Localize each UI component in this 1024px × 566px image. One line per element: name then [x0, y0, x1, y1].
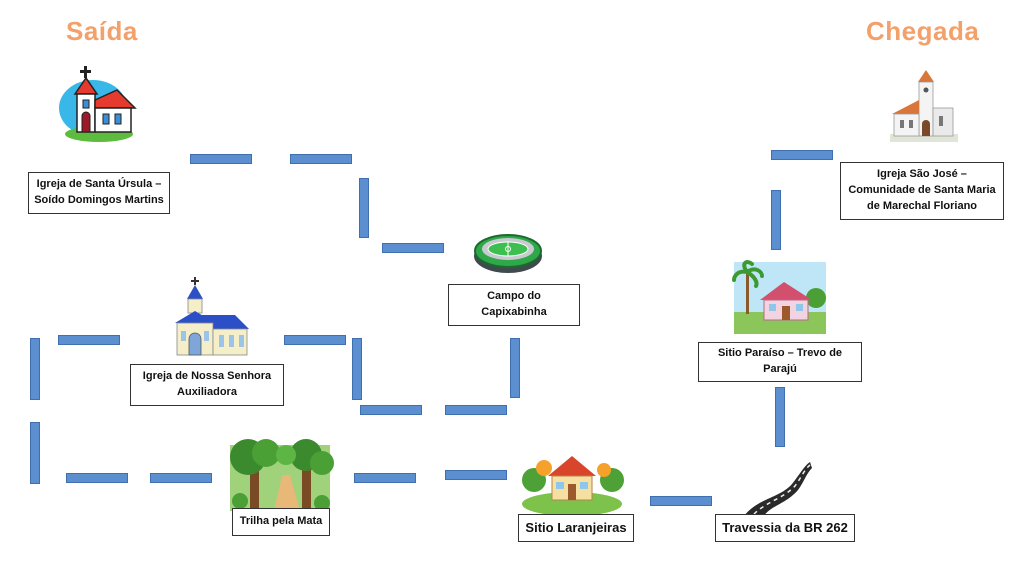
- route-segment: [360, 405, 422, 415]
- route-segment: [650, 496, 712, 506]
- stadium-icon: [474, 234, 542, 273]
- route-segment: [771, 150, 833, 160]
- route-segment: [150, 473, 212, 483]
- church-clipart-icon: [59, 66, 137, 142]
- start-heading: Saída: [66, 16, 138, 46]
- stop-label-campo: Campo do Capixabinha: [448, 284, 580, 326]
- route-segment: [354, 473, 416, 483]
- stop-label-santa-ursula: Igreja de Santa Úrsula – Soído Domingos …: [28, 172, 170, 214]
- route-segment: [775, 387, 785, 447]
- route-segment: [510, 338, 520, 398]
- route-segment: [58, 335, 120, 345]
- route-segment: [382, 243, 444, 253]
- stop-label-laranjeiras: Sitio Laranjeiras: [518, 514, 634, 542]
- route-segment: [445, 405, 507, 415]
- house-palm-icon: [732, 260, 826, 334]
- stop-label-sao-jose: Igreja São José – Comunidade de Santa Ma…: [840, 162, 1004, 220]
- finish-heading: Chegada: [866, 16, 980, 46]
- route-segment: [290, 154, 352, 164]
- paraiso-label-text: Sitio Paraíso – Trevo de Parajú: [717, 347, 843, 375]
- forest-trail-icon: [230, 439, 334, 511]
- route-segment: [30, 338, 40, 400]
- route-segment: [359, 178, 369, 238]
- route-segment: [66, 473, 128, 483]
- stop-label-nossa-senhora: Igreja de Nossa Senhora Auxiliadora: [130, 364, 284, 406]
- route-segment: [284, 335, 346, 345]
- route-segment: [30, 422, 40, 484]
- route-segment: [445, 470, 507, 480]
- route-segment: [190, 154, 252, 164]
- route-segment: [352, 338, 362, 400]
- stop-label-br262: Travessia da BR 262: [715, 514, 855, 542]
- white-church-icon: [890, 70, 958, 142]
- stop-label-trilha: Trilha pela Mata: [232, 508, 330, 536]
- route-segment: [771, 190, 781, 250]
- farmhouse-icon: [522, 456, 624, 516]
- road-icon: [744, 462, 812, 516]
- stop-label-paraiso: Sitio Paraíso – Trevo de Parajú: [698, 342, 862, 382]
- blue-church-icon: [175, 277, 249, 356]
